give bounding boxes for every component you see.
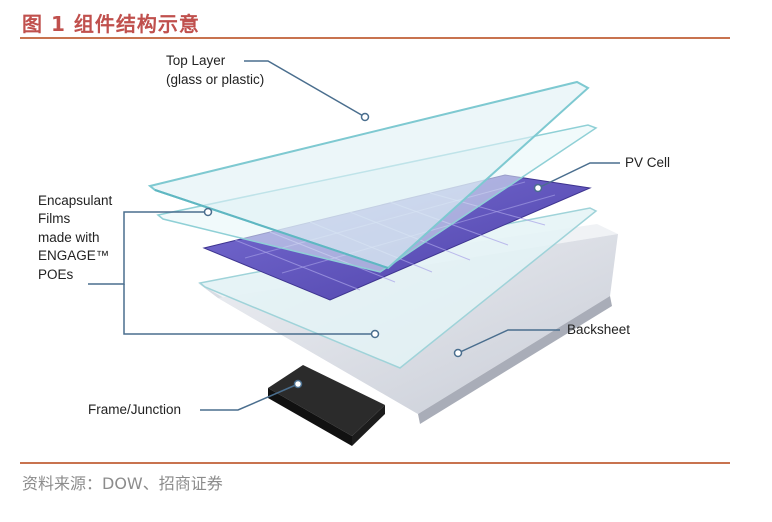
top-layer-label-line2: (glass or plastic)	[166, 72, 264, 87]
title-rule	[20, 37, 730, 39]
leader-lines	[88, 60, 620, 411]
encapsulant-label-line3: made with	[38, 230, 100, 245]
figure-title: 图 1 组件结构示意	[22, 12, 200, 36]
leader-dots	[203, 112, 543, 389]
top-glass-layer	[147, 80, 590, 270]
top-layer-label-line1: Top Layer	[166, 53, 226, 68]
source-rule	[20, 462, 730, 464]
encapsulant-label-line4: ENGAGE™	[38, 248, 109, 263]
encapsulant-film-bottom	[198, 207, 598, 369]
source-note: 资料来源：DOW、招商证券	[22, 474, 223, 493]
frame-junction-label: Frame/Junction	[88, 402, 181, 417]
backsheet-label: Backsheet	[567, 322, 630, 337]
encapsulant-label-line1: Encapsulant	[38, 193, 113, 208]
encapsulant-label-line5: POEs	[38, 267, 74, 282]
encapsulant-label-line2: Films	[38, 211, 70, 226]
pv-cell-label: PV Cell	[625, 155, 670, 170]
